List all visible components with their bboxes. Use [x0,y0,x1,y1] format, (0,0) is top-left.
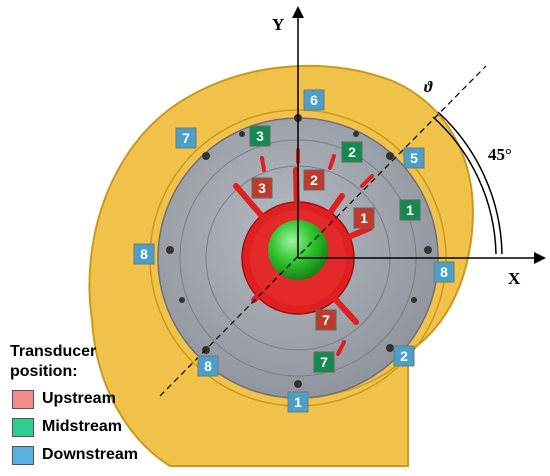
upstream-marker-7: 7 [315,309,337,331]
downstream-marker-2: 2 [393,345,415,367]
svg-text:8: 8 [204,358,212,374]
svg-text:2: 2 [348,144,356,160]
svg-text:3: 3 [258,180,266,196]
theta-label: ϑ [424,79,434,96]
downstream-marker-8-right: 8 [433,261,455,283]
angle-label: 45° [488,145,512,164]
upstream-marker-2: 2 [303,169,325,191]
svg-text:2: 2 [310,172,318,188]
upstream-markers: 2 3 1 7 [251,169,375,331]
svg-text:8: 8 [440,264,448,280]
legend-item-midstream: Midstream [12,416,122,438]
svg-text:2: 2 [400,348,408,364]
bolt-holes [166,114,432,388]
svg-text:8: 8 [140,246,148,262]
svg-text:3: 3 [256,128,264,144]
svg-text:1: 1 [294,394,302,410]
downstream-markers: 6 7 5 8 8 2 8 1 [133,89,455,413]
downstream-marker-8: 8 [197,355,219,377]
svg-text:7: 7 [182,130,190,146]
downstream-marker-1: 1 [287,391,309,413]
upstream-swatch [12,389,34,409]
upstream-marker-3: 3 [251,177,273,199]
y-axis-label: Y [272,15,284,34]
svg-text:7: 7 [322,312,330,328]
legend-title-line2: position: [10,363,78,380]
midstream-marker-1: 1 [399,199,421,221]
downstream-marker-7: 8 [133,243,155,265]
svg-text:6: 6 [310,92,318,108]
legend-item-upstream: Upstream [12,388,116,410]
svg-text:7: 7 [320,354,328,370]
legend-title: Transducer position: [10,342,96,382]
legend-item-downstream: Downstream [12,444,138,466]
svg-text:1: 1 [406,202,414,218]
midstream-marker-3: 3 [249,125,271,147]
angle-arc-outer [437,111,503,255]
x-axis-label: X [508,269,521,288]
svg-text:5: 5 [410,150,418,166]
legend-label-downstream: Downstream [42,446,139,463]
upstream-marker-1: 1 [353,207,375,229]
midstream-markers: 3 2 1 7 [249,125,421,373]
legend-label-midstream: Midstream [42,418,123,435]
angle-arc-inner [432,116,497,255]
legend-title-line1: Transducer [10,343,97,360]
downstream-marker-5: 6 [303,89,325,111]
legend-label-upstream: Upstream [42,390,116,407]
downstream-marker-6: 7 [175,127,197,149]
downstream-swatch [12,445,34,465]
downstream-marker-4: 5 [403,147,425,169]
svg-text:1: 1 [360,210,368,226]
midstream-marker-2: 2 [341,141,363,163]
theta-dashed-line [159,65,487,397]
midstream-marker-7: 7 [313,351,335,373]
midstream-swatch [12,417,34,437]
